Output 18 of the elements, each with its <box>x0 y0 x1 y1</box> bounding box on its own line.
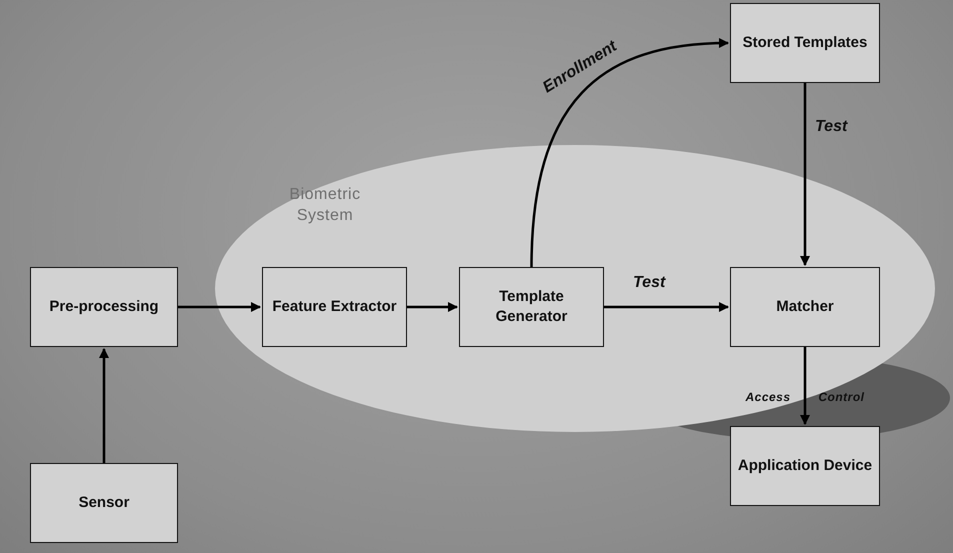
arrow <box>178 302 261 312</box>
edge-label: Test <box>815 118 848 136</box>
arrow <box>530 38 729 268</box>
process-box: Sensor <box>30 463 178 543</box>
edge-label: Test <box>633 274 666 292</box>
arrow <box>800 347 810 425</box>
process-box: Pre-processing <box>30 267 178 347</box>
arrow <box>800 83 810 266</box>
arrow <box>407 302 458 312</box>
region-label: Biometric System <box>288 185 362 226</box>
process-box: Stored Templates <box>730 3 880 83</box>
process-box: Application Device <box>730 426 880 506</box>
arrow <box>604 302 729 312</box>
process-box: Template Generator <box>459 267 604 347</box>
process-box: Feature Extractor <box>262 267 407 347</box>
arrow <box>99 348 109 463</box>
process-box: Matcher <box>730 267 880 347</box>
edge-label: Access Control <box>745 390 865 404</box>
